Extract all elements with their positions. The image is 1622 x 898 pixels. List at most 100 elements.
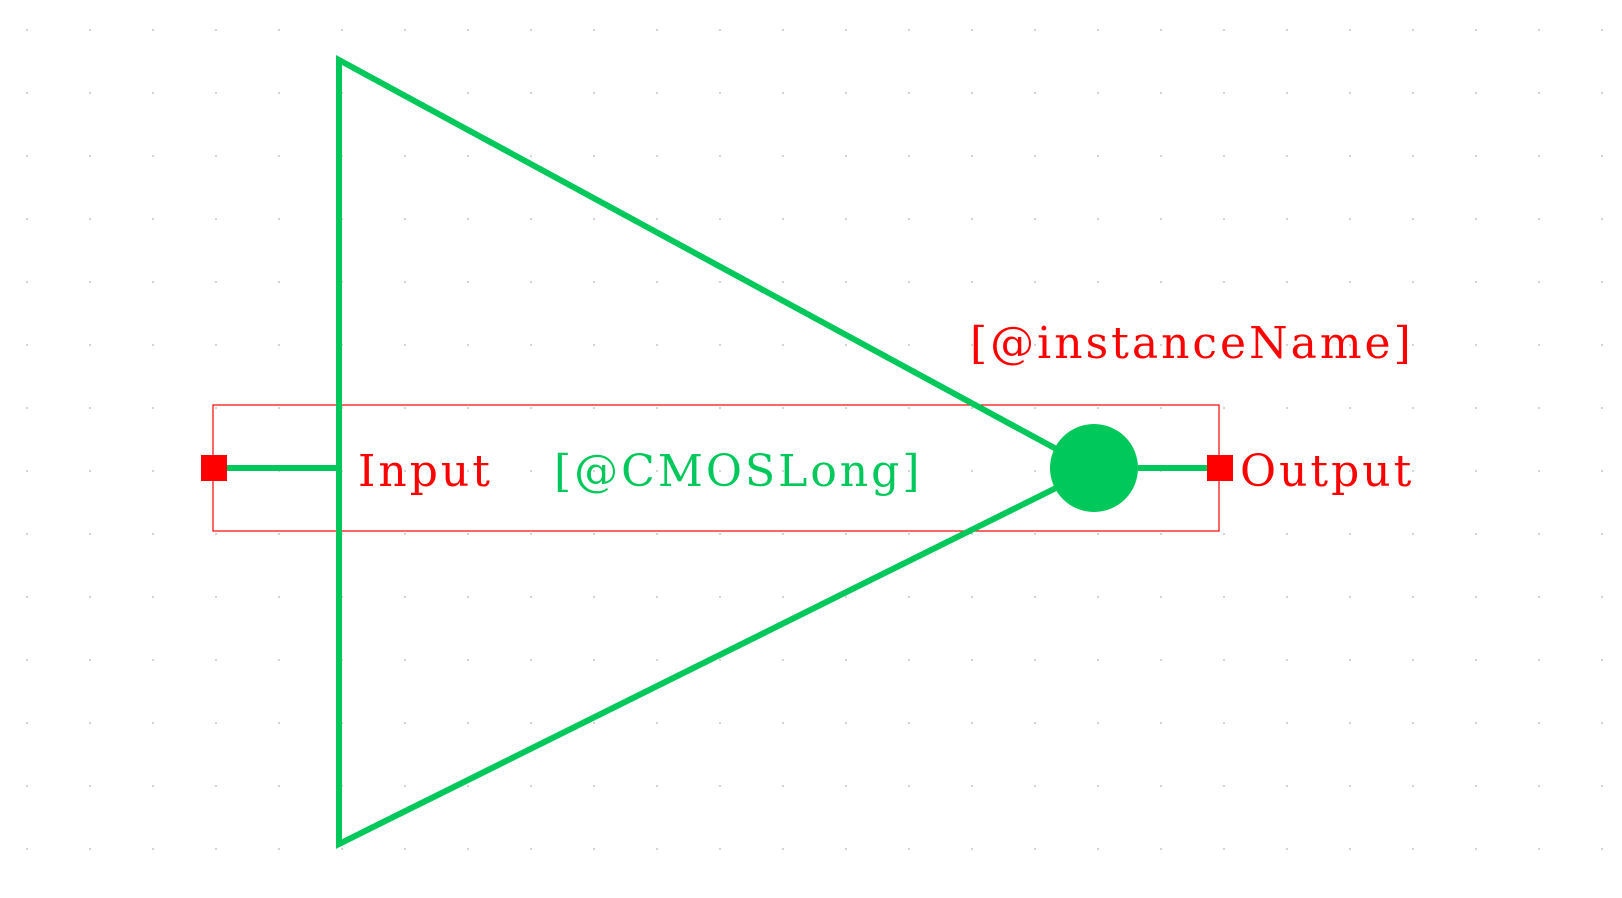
- grid-dot: [1475, 659, 1477, 661]
- grid-dot: [89, 92, 91, 94]
- inverter-triangle-body[interactable]: [336, 54, 1062, 849]
- grid-dot: [656, 596, 658, 598]
- grid-dot: [1475, 407, 1477, 409]
- output-pin-marker[interactable]: [1207, 455, 1233, 481]
- grid-dot: [1286, 155, 1288, 157]
- grid-dot: [593, 218, 595, 220]
- grid-dot: [1349, 848, 1351, 850]
- grid-dot: [404, 785, 406, 787]
- grid-dot: [1160, 92, 1162, 94]
- grid-dot: [782, 659, 784, 661]
- grid-dot: [1538, 596, 1540, 598]
- grid-dot: [26, 785, 28, 787]
- grid-dot: [152, 29, 154, 31]
- grid-dot: [782, 848, 784, 850]
- grid-dot: [89, 407, 91, 409]
- grid-dot: [152, 596, 154, 598]
- grid-dot: [593, 344, 595, 346]
- grid-dot: [530, 344, 532, 346]
- grid-dot: [1223, 92, 1225, 94]
- grid-dot: [215, 722, 217, 724]
- grid-dot: [971, 848, 973, 850]
- grid-dot: [152, 407, 154, 409]
- grid-dot: [1097, 218, 1099, 220]
- grid-dot: [89, 659, 91, 661]
- grid-dot: [1034, 218, 1036, 220]
- grid-dot: [1160, 281, 1162, 283]
- grid-dot: [467, 848, 469, 850]
- grid-dot: [1475, 29, 1477, 31]
- grid-dot: [1097, 722, 1099, 724]
- grid-dot: [1223, 155, 1225, 157]
- grid-dot: [215, 659, 217, 661]
- grid-dot: [719, 596, 721, 598]
- grid-dot: [719, 848, 721, 850]
- grid-dot: [1286, 470, 1288, 472]
- grid-dot: [719, 155, 721, 157]
- grid-dot: [278, 155, 280, 157]
- grid-dot: [971, 722, 973, 724]
- grid-dot: [1412, 407, 1414, 409]
- grid-dot: [404, 218, 406, 220]
- grid-dot: [530, 722, 532, 724]
- grid-dot: [1034, 155, 1036, 157]
- grid-dot: [908, 659, 910, 661]
- grid-dot: [1034, 281, 1036, 283]
- grid-dot: [1601, 659, 1603, 661]
- grid-dot: [719, 218, 721, 220]
- grid-dot: [1538, 218, 1540, 220]
- grid-dot: [152, 92, 154, 94]
- grid-dot: [1538, 407, 1540, 409]
- grid-dot: [1412, 470, 1414, 472]
- grid-dot: [26, 848, 28, 850]
- grid-dot: [1223, 596, 1225, 598]
- grid-dot: [1160, 533, 1162, 535]
- grid-dot: [89, 785, 91, 787]
- grid-dot: [1475, 92, 1477, 94]
- grid-dot: [530, 533, 532, 535]
- grid-dot: [26, 722, 28, 724]
- grid-dot: [719, 29, 721, 31]
- grid-dots: [26, 29, 1603, 850]
- grid-dot: [1475, 344, 1477, 346]
- grid-dot: [215, 407, 217, 409]
- grid-dot: [908, 155, 910, 157]
- grid-dot: [1475, 218, 1477, 220]
- grid-dot: [1286, 29, 1288, 31]
- grid-dot: [1349, 596, 1351, 598]
- grid-dot: [845, 848, 847, 850]
- grid-dot: [89, 281, 91, 283]
- grid-dot: [1475, 596, 1477, 598]
- grid-dot: [908, 533, 910, 535]
- grid-dot: [845, 218, 847, 220]
- grid-dot: [1601, 722, 1603, 724]
- grid-dot: [215, 29, 217, 31]
- grid-dot: [1349, 92, 1351, 94]
- grid-dot: [404, 722, 406, 724]
- grid-dot: [1601, 92, 1603, 94]
- grid-dot: [26, 29, 28, 31]
- grid-dot: [971, 785, 973, 787]
- grid-dot: [845, 785, 847, 787]
- grid-dot: [530, 470, 532, 472]
- grid-dot: [1034, 659, 1036, 661]
- grid-dot: [89, 218, 91, 220]
- grid-dot: [404, 29, 406, 31]
- grid-dot: [1475, 281, 1477, 283]
- grid-dot: [971, 281, 973, 283]
- grid-dot: [845, 407, 847, 409]
- grid-dot: [404, 533, 406, 535]
- grid-dot: [719, 722, 721, 724]
- input-pin-marker[interactable]: [201, 455, 227, 481]
- grid-dot: [1160, 344, 1162, 346]
- grid-dot: [152, 785, 154, 787]
- grid-dot: [1223, 722, 1225, 724]
- grid-dot: [593, 722, 595, 724]
- grid-dot: [1097, 92, 1099, 94]
- grid-dot: [1034, 785, 1036, 787]
- grid-dot: [1286, 218, 1288, 220]
- grid-dot: [845, 155, 847, 157]
- grid-dot: [1601, 407, 1603, 409]
- grid-dot: [404, 470, 406, 472]
